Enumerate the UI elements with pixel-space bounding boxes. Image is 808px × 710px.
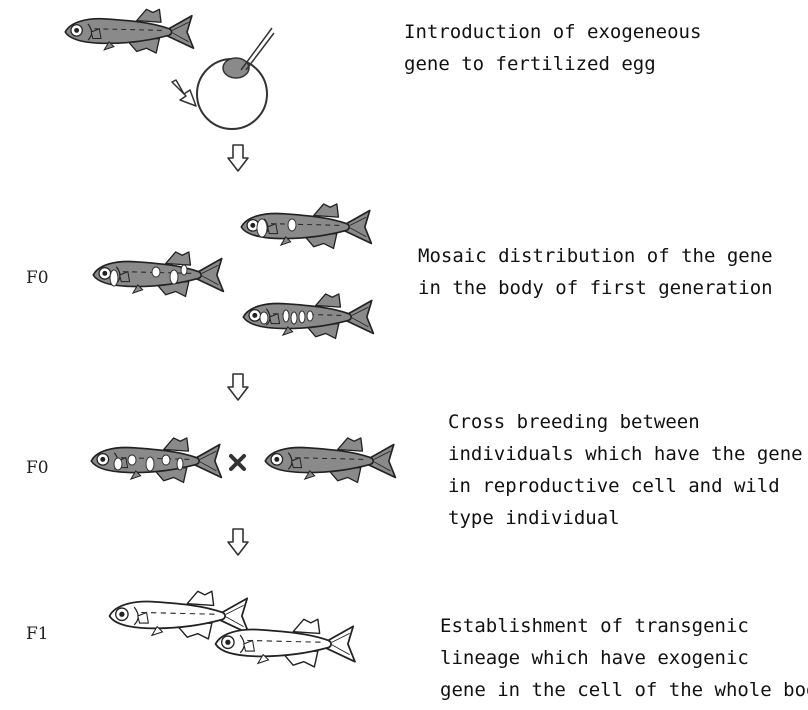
generation-label: F1 [26, 624, 49, 644]
description-line: gene in the cell of the whole body [440, 674, 808, 706]
curved-arrow-icon [172, 80, 196, 106]
step-2-description: Mosaic distribution of the gene in the b… [418, 240, 773, 304]
injection-needle-icon [241, 28, 274, 70]
description-line: Cross breeding between [448, 406, 803, 438]
cross-mark-icon [231, 456, 244, 469]
description-line: type individual [448, 502, 803, 534]
description-line: Introduction of exogeneous [404, 16, 701, 48]
generation-label: F0 [26, 268, 49, 288]
description-line: gene to fertilized egg [404, 48, 701, 80]
down-arrow-icon [228, 529, 248, 555]
down-arrow-icon [228, 374, 248, 400]
description-line: in reproductive cell and wild [448, 470, 803, 502]
description-line: Establishment of transgenic [440, 610, 808, 642]
adult-fish [65, 9, 193, 53]
step-4-illustration [110, 591, 355, 667]
step-1-illustration [65, 9, 274, 129]
step-4-description: Establishment of transgenic lineage whic… [440, 610, 808, 706]
wild-type-fish [265, 438, 395, 482]
step-1-description: Introduction of exogeneous gene to ferti… [404, 16, 701, 80]
description-line: Mosaic distribution of the gene [418, 240, 773, 272]
generation-label: F0 [26, 458, 49, 478]
description-line: in the body of first generation [418, 272, 773, 304]
description-line: lineage which have exogenic [440, 642, 808, 674]
description-line: individuals which have the gene [448, 438, 803, 470]
egg-cell [223, 58, 249, 78]
step-3-illustration [91, 438, 395, 482]
down-arrow-icon [228, 145, 248, 171]
step-3-description: Cross breeding between individuals which… [448, 406, 803, 534]
step-2-illustration [93, 204, 373, 338]
